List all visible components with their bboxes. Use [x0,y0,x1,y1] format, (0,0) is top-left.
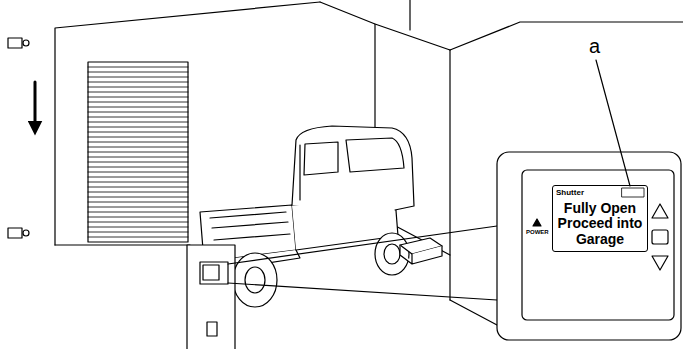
zoom-callout [228,60,681,340]
screen-heading: Shutter [556,189,644,198]
shutter [88,62,188,242]
truck [200,126,442,307]
sensor-symbol [8,38,29,238]
status-box [622,188,644,197]
callout-letter: a [589,36,600,56]
panel-pillar [187,245,235,349]
display-screen: ShutterFully Open Proceed into Garage [552,185,648,252]
screen-message: Fully Open Proceed into Garage [556,201,644,247]
leader-line [596,60,630,186]
closing-arrow [34,82,37,128]
button-label: POWER [526,229,549,235]
